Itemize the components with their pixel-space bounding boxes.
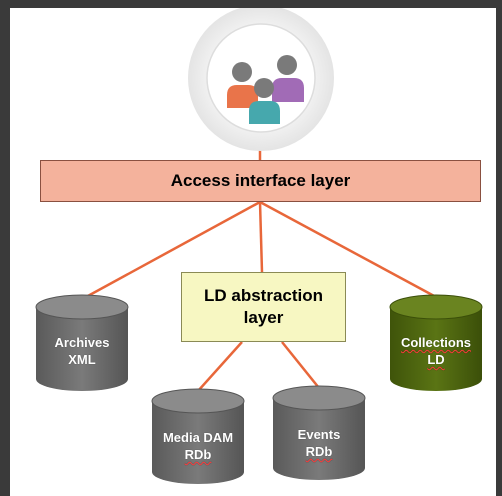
- archives-label-line1: Archives: [54, 335, 110, 350]
- collections-label-line2: LD: [427, 352, 445, 367]
- connector-access-ld: [258, 201, 264, 273]
- media-label-line1: Media DAM: [162, 430, 234, 445]
- events-label: Events RDb: [271, 426, 367, 460]
- collections-cylinder: [389, 294, 483, 391]
- access-interface-layer: Access interface layer: [40, 160, 481, 202]
- archives-label-line2: XML: [68, 352, 96, 367]
- archives-label: Archives XML: [34, 334, 130, 368]
- events-label-line2: RDb: [305, 444, 333, 459]
- connector-ld-media: [197, 341, 243, 392]
- ld-layer-label-line2: layer: [243, 308, 284, 327]
- users-icon: [188, 8, 334, 151]
- connector-lines: [85, 130, 437, 392]
- connector-access-collections: [259, 200, 437, 299]
- ld-layer-label-line1: LD abstraction: [203, 286, 324, 305]
- archives-cylinder: [35, 294, 129, 391]
- access-layer-label: Access interface layer: [170, 171, 351, 190]
- diagram-graphics: [35, 8, 483, 484]
- media-label: Media DAM RDb: [150, 429, 246, 463]
- collections-label-line1: Collections: [400, 335, 472, 350]
- events-cylinder: [272, 385, 366, 480]
- connector-access-archives: [85, 200, 261, 299]
- collections-label: Collections LD: [388, 334, 484, 368]
- architecture-diagram: Access interface layer LD abstraction la…: [10, 8, 496, 496]
- events-label-line1: Events: [297, 427, 341, 442]
- media-cylinder: [151, 388, 245, 484]
- ld-abstraction-layer: LD abstraction layer: [181, 272, 346, 342]
- media-label-line2: RDb: [184, 447, 212, 462]
- connector-ld-events: [281, 341, 320, 389]
